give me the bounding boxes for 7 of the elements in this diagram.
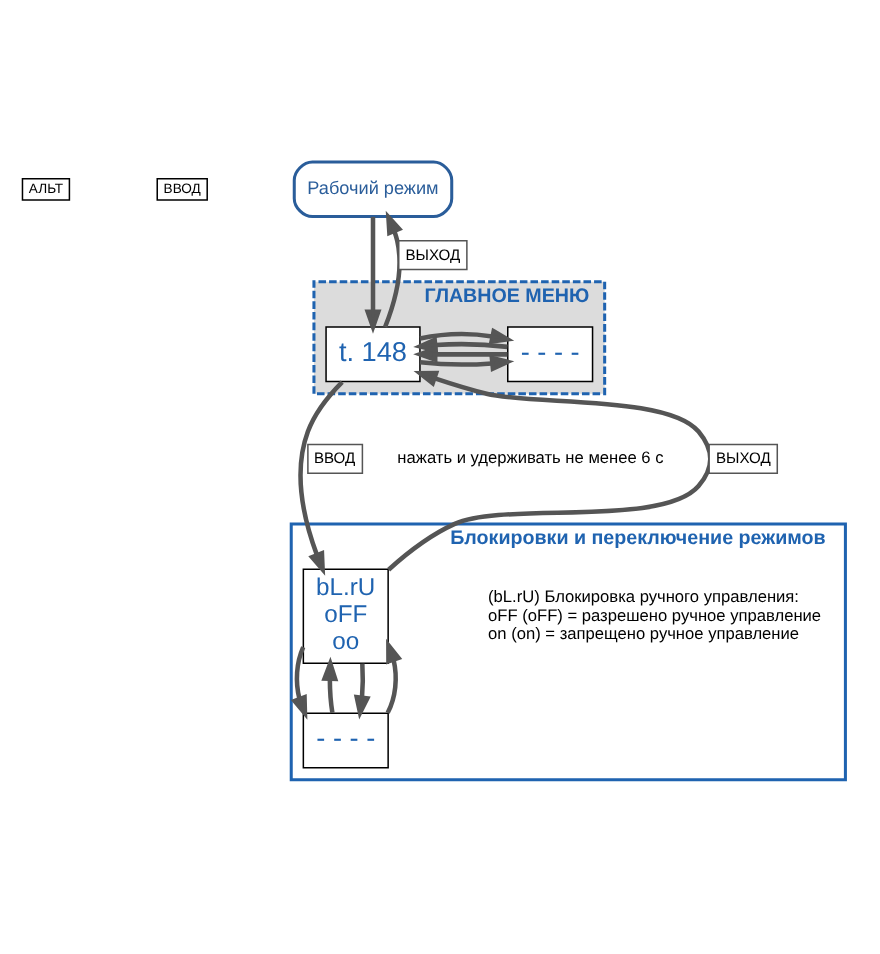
label: нажать и удерживать не менее 6 с: [397, 447, 664, 468]
edge-label: ВЫХОД: [715, 449, 771, 468]
node-label: (bL.rU) Блокировка ручного управления:: [488, 586, 800, 607]
edge-label: ВВОД: [313, 449, 356, 468]
node-label: oFF (oFF) = разрешено ручное управление: [488, 604, 822, 625]
edge-label: ВЫХОД: [405, 245, 461, 264]
node-label: on (on) = запрещено ручное управление: [488, 622, 800, 643]
